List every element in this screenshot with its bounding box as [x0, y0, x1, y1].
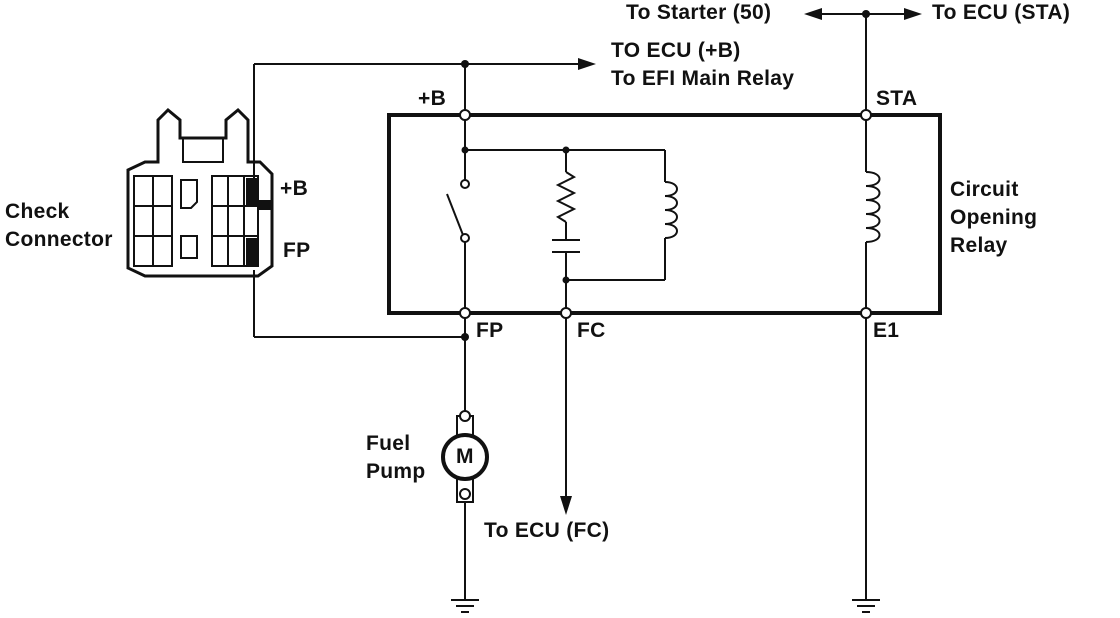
label-relay-line1: Circuit — [950, 178, 1019, 201]
relay-box — [387, 113, 942, 315]
label-relay-sta: STA — [876, 87, 918, 110]
label-connector-b: +B — [280, 177, 309, 200]
label-check-line2: Connector — [5, 228, 113, 251]
label-relay-line2: Opening — [950, 206, 1038, 229]
label-circuit-opening-relay: Circuit Opening Relay — [950, 176, 1037, 260]
label-fuel-line1: Fuel — [366, 432, 411, 455]
label-to-ecu-fc: To ECU (FC) — [484, 519, 610, 542]
label-fuel-pump: Fuel Pump — [366, 430, 426, 486]
label-terminal-e1: E1 — [873, 319, 900, 342]
label-connector-fp: FP — [283, 239, 311, 262]
label-check-line1: Check — [5, 200, 70, 223]
label-to-starter: To Starter (50) — [626, 1, 772, 24]
label-check-connector: Check Connector — [5, 198, 113, 254]
motor-icon — [441, 433, 489, 481]
label-to-efi-main-relay: To EFI Main Relay — [611, 67, 795, 90]
label-relay-b: +B — [418, 87, 447, 110]
label-relay-line3: Relay — [950, 234, 1008, 257]
label-fuel-line2: Pump — [366, 460, 426, 483]
label-terminal-fp: FP — [476, 319, 504, 342]
label-terminal-fc: FC — [577, 319, 606, 342]
label-to-ecu-sta: To ECU (STA) — [932, 1, 1071, 24]
label-to-ecu-b: TO ECU (+B) — [611, 39, 741, 62]
label-motor: M — [456, 445, 474, 468]
